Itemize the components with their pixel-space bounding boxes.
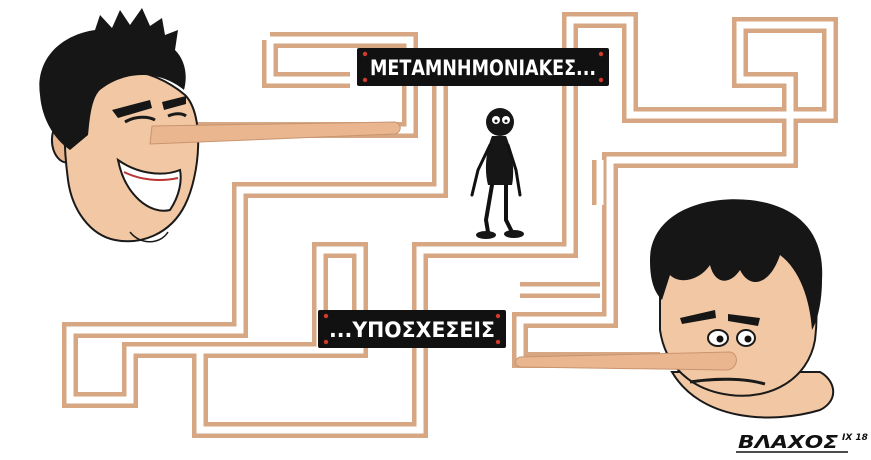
right-character-mouth xyxy=(689,377,766,386)
middle-figure-leg-right xyxy=(504,183,514,234)
middle-figure-arm-right xyxy=(506,143,522,197)
right-character-nose xyxy=(515,351,737,371)
right-character-hair xyxy=(650,199,823,330)
middle-figure-leg-left xyxy=(483,183,494,234)
banner-top: ΜΕΤΑΜΝΗΜΟΝΙΑΚΕΣ... xyxy=(357,48,609,86)
middle-figure-body xyxy=(485,136,514,185)
right-character-eyebrow-right xyxy=(728,314,760,326)
middle-figure-arm-left xyxy=(470,143,492,197)
middle-figure-head xyxy=(486,108,514,136)
left-character-hair xyxy=(39,8,186,150)
right-character-eyebrow xyxy=(680,310,716,324)
left-character-eyebrow xyxy=(112,100,152,118)
middle-figure-shoe-right xyxy=(504,230,524,238)
left-character-chin xyxy=(129,231,169,243)
left-character-mouth xyxy=(116,157,182,212)
left-character-eye xyxy=(124,115,156,124)
signature-date: IX 18 xyxy=(842,433,868,443)
left-character xyxy=(39,8,401,243)
left-character-eyebrow-right xyxy=(162,96,186,110)
left-character-nose xyxy=(149,121,401,145)
middle-figure-shoe-left xyxy=(476,231,496,239)
signature-name: ΒΛΑΧΟΣ xyxy=(738,432,839,453)
banner-bottom-text: ...ΥΠΟΣΧΕΣΕΙΣ xyxy=(329,318,495,342)
right-character xyxy=(515,199,835,419)
left-character-eye-right xyxy=(167,112,187,118)
artist-signature: ΒΛΑΧΟΣ IX 18 xyxy=(736,432,868,453)
left-character-mouth-line xyxy=(123,171,179,181)
banner-bottom: ...ΥΠΟΣΧΕΣΕΙΣ xyxy=(318,310,506,348)
banner-top-text: ΜΕΤΑΜΝΗΜΟΝΙΑΚΕΣ... xyxy=(370,56,596,80)
middle-figure xyxy=(470,108,524,239)
